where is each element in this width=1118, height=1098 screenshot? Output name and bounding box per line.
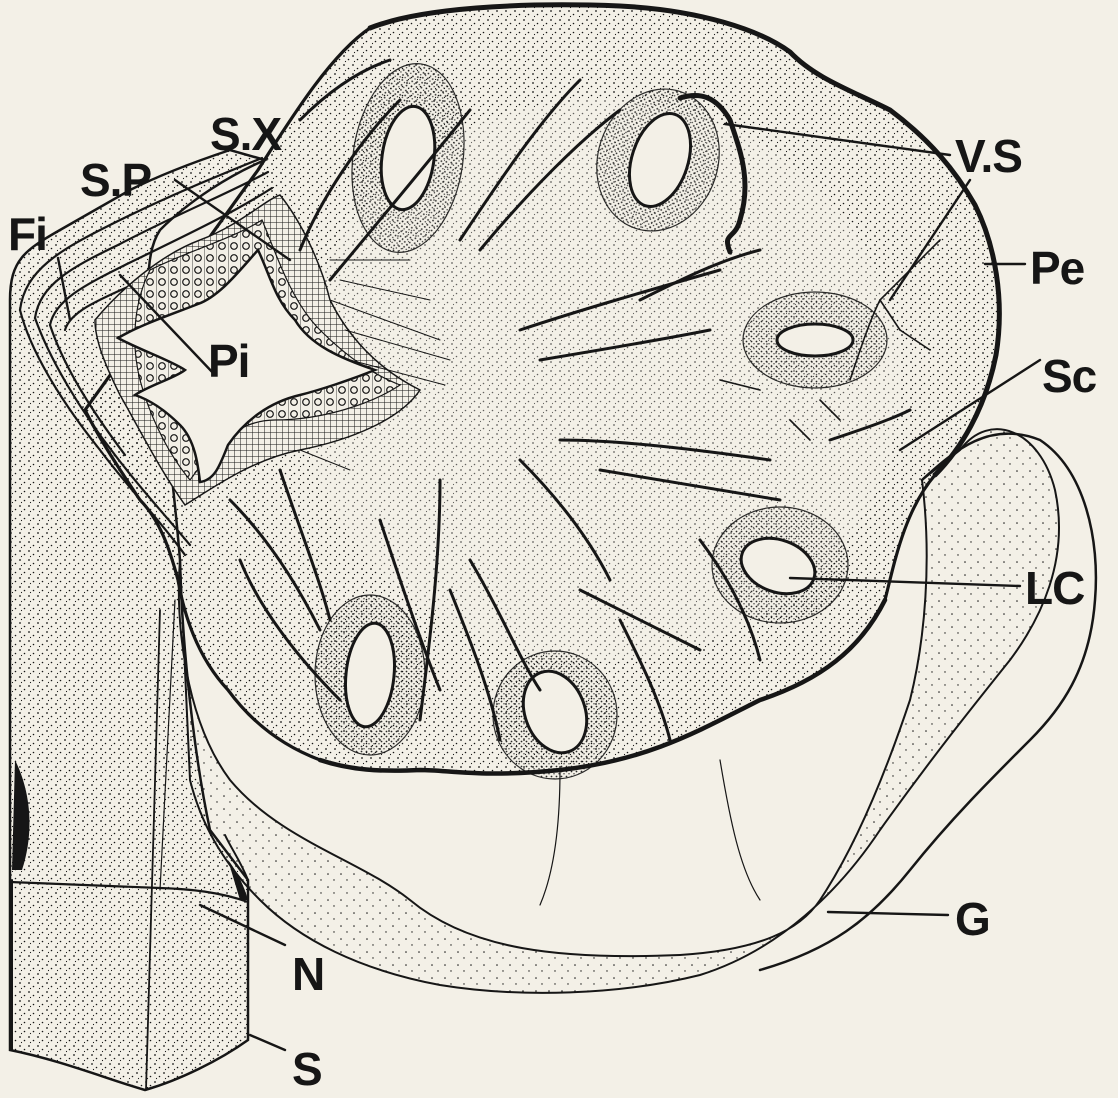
label-fi: Fi bbox=[8, 208, 47, 260]
leaf-trace-4 bbox=[712, 507, 848, 623]
label-vs: V.S bbox=[955, 130, 1022, 182]
label-n: N bbox=[292, 948, 324, 1000]
label-g: G bbox=[955, 893, 990, 945]
label-s: S bbox=[292, 1043, 322, 1095]
label-pe: Pe bbox=[1030, 242, 1085, 294]
leaf-trace-6 bbox=[493, 651, 617, 779]
label-sc: Sc bbox=[1042, 350, 1097, 402]
label-pi: Pi bbox=[208, 335, 249, 387]
label-sp: S.P bbox=[80, 154, 151, 206]
label-lc: LC bbox=[1025, 562, 1084, 614]
leaf-trace-5 bbox=[315, 595, 425, 755]
label-sx: S.X bbox=[210, 108, 282, 160]
leaf-trace-3 bbox=[743, 292, 887, 388]
